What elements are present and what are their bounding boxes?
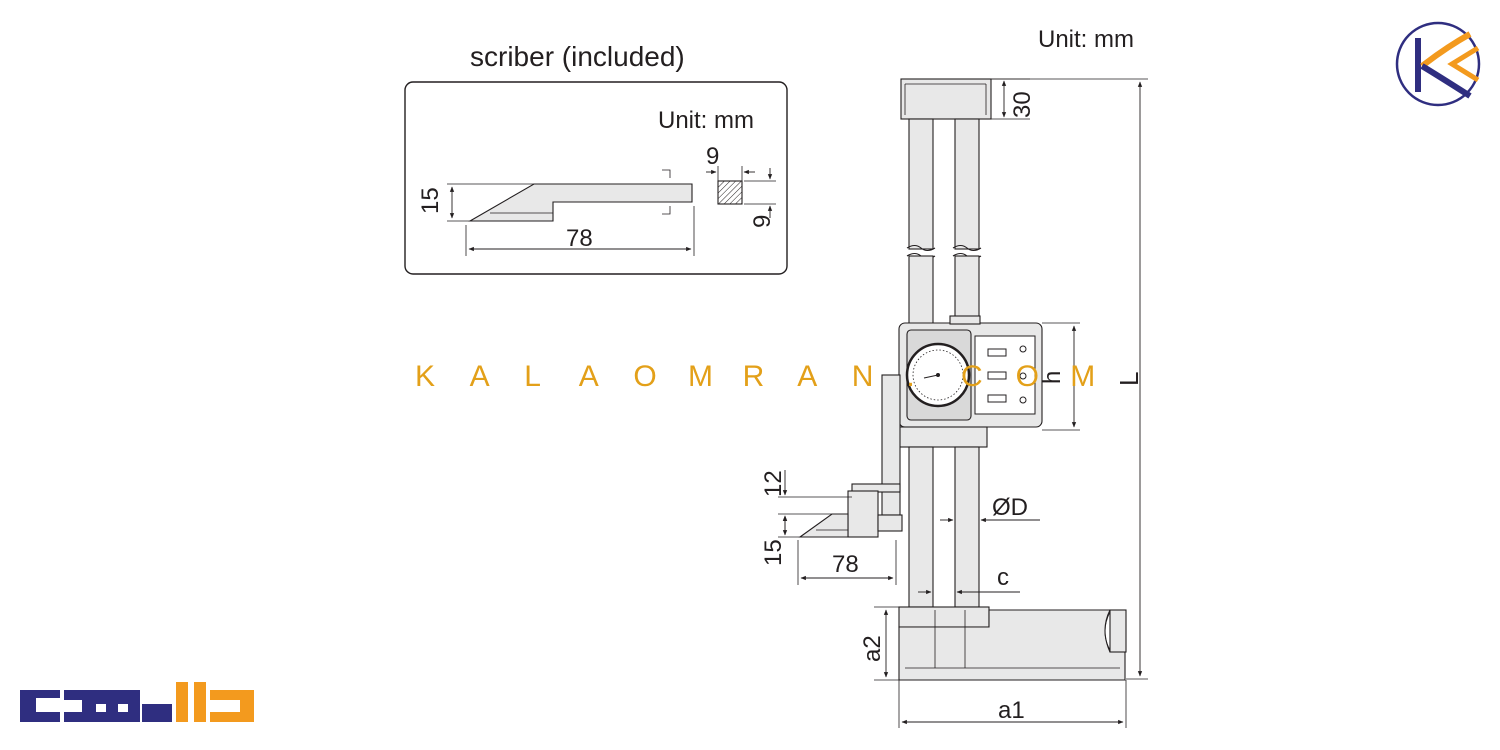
watermark-letter: O: [1016, 360, 1039, 393]
dim-a2: a2: [859, 635, 886, 662]
watermark-letter: .: [906, 360, 914, 393]
watermark-letter: L: [524, 360, 541, 393]
watermark-letter: M: [688, 360, 713, 393]
gauge-dimensions: 30 L h ØD c 12 15 78: [760, 78, 1148, 728]
brand-circle-logo: [1395, 21, 1481, 107]
dim-D: ØD: [992, 494, 1028, 521]
unit-label-main: Unit: mm: [1038, 26, 1134, 53]
dim-h: h: [1039, 371, 1066, 384]
scriber-dim-length: 78: [566, 225, 593, 252]
scriber-dim-height: 15: [417, 187, 444, 214]
scriber-panel: scriber (included) Unit: mm 15 78 9 9: [404, 41, 788, 275]
watermark-letter: A: [579, 360, 599, 393]
watermark-letter: N: [852, 360, 874, 393]
watermark-letter: A: [470, 360, 490, 393]
watermark-letter: K: [415, 360, 435, 393]
scriber-cross-section: [717, 180, 743, 205]
scriber-dim-section-width: 9: [706, 143, 719, 170]
watermark-letter: C: [961, 360, 983, 393]
watermark-letter: R: [743, 360, 765, 393]
dim-78: 78: [832, 551, 859, 578]
brand-wordmark-logo: کالاعمران: [18, 682, 255, 749]
dim-top-block: 30: [1009, 91, 1036, 118]
brand-logo-text: کالاعمران: [135, 747, 140, 749]
watermark-letter: A: [797, 360, 817, 393]
dim-12: 12: [760, 470, 787, 497]
dim-c: c: [997, 564, 1009, 591]
dim-L: L: [1114, 372, 1144, 386]
watermark-letter: M: [1070, 360, 1095, 393]
dim-a1: a1: [998, 697, 1025, 724]
scriber-dim-section-height: 9: [749, 215, 776, 228]
height-gauge: [798, 78, 1127, 681]
scriber-title: scriber (included): [470, 41, 685, 72]
dim-15: 15: [760, 539, 787, 566]
scriber-unit-label: Unit: mm: [658, 107, 754, 134]
watermark-letter: O: [633, 360, 656, 393]
